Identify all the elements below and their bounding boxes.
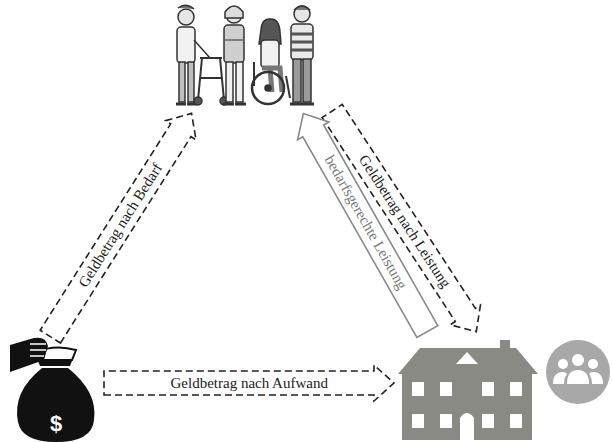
money-arrow xyxy=(40,113,196,343)
group-icon xyxy=(546,340,610,404)
money-arrow xyxy=(322,104,480,331)
people-illustration xyxy=(176,5,314,105)
house-icon xyxy=(398,340,538,440)
money-arrow xyxy=(104,365,394,401)
edge-label: Geldbetrag nach Bedarf xyxy=(76,160,165,289)
service-arrow xyxy=(298,113,438,337)
house-facility xyxy=(398,335,538,440)
edge-label: Geldbetrag nach Aufwand xyxy=(171,376,328,391)
people-group xyxy=(165,0,330,110)
currency-symbol: $ xyxy=(50,413,62,435)
money-bag-icon xyxy=(10,338,94,442)
